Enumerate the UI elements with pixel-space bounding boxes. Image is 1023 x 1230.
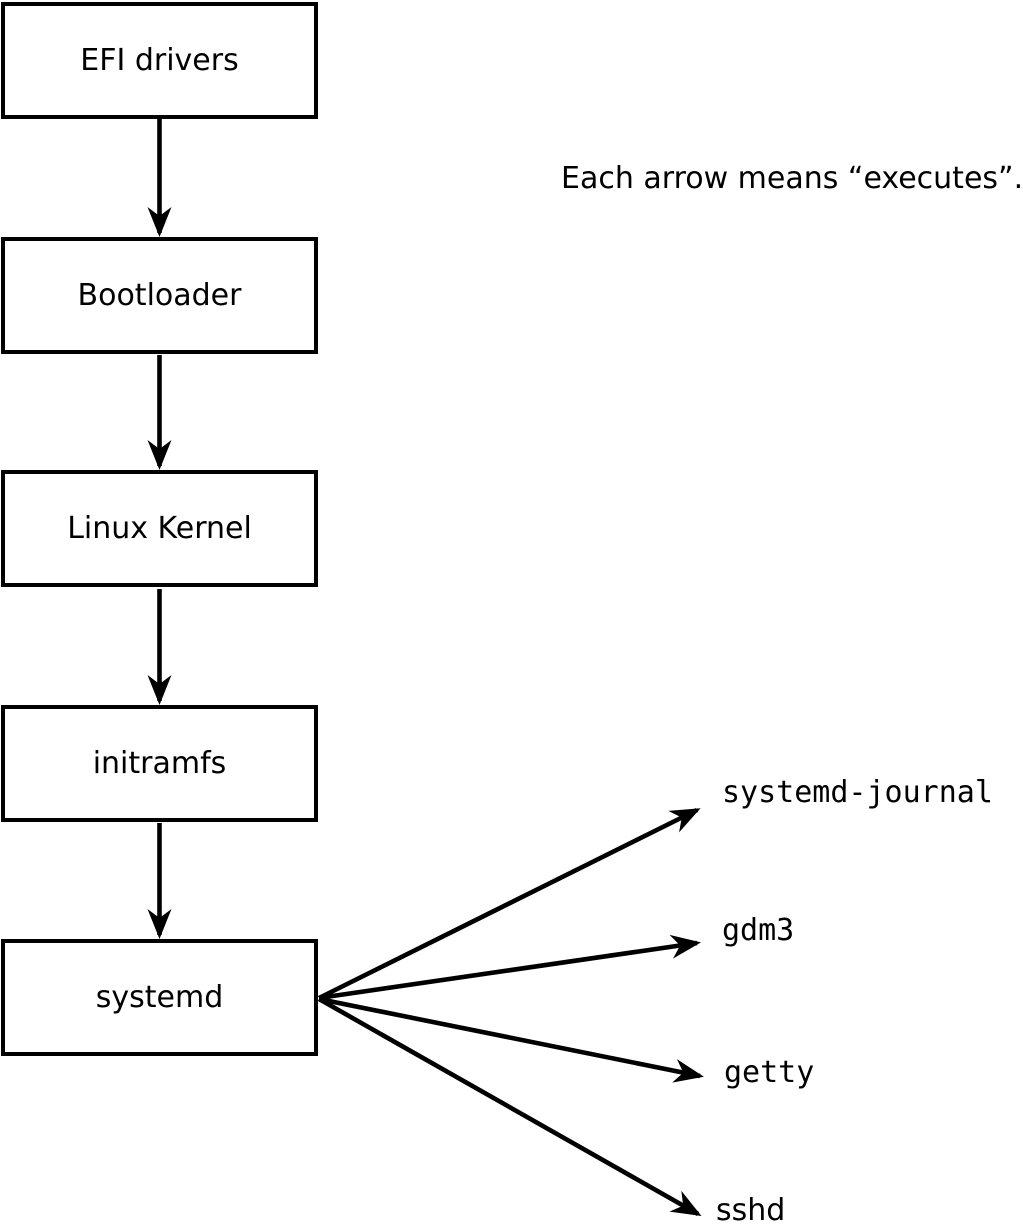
target-sshd-label: sshd <box>716 1193 786 1228</box>
node-linux-kernel-label: Linux Kernel <box>67 510 252 546</box>
target-getty-label: getty <box>724 1055 815 1090</box>
node-efi-drivers-label: EFI drivers <box>80 42 239 78</box>
arrow-systemd-to-getty-icon <box>318 996 704 1083</box>
arrow-systemd-to-sshd-icon <box>317 996 702 1217</box>
arrow-systemd-to-gdm3-icon <box>318 934 701 1001</box>
node-systemd-label: systemd <box>95 979 224 1015</box>
arrow-systemd-to-journal-icon <box>317 807 701 1001</box>
arrow-meaning-annotation: Each arrow means “executes”. <box>561 161 1023 196</box>
node-systemd: systemd <box>1 939 318 1056</box>
node-efi-drivers: EFI drivers <box>1 2 318 119</box>
target-systemd-journal-label: systemd-journal <box>722 775 993 810</box>
node-bootloader-label: Bootloader <box>77 277 242 313</box>
node-initramfs: initramfs <box>1 705 318 822</box>
target-gdm3-label: gdm3 <box>722 913 795 948</box>
node-bootloader: Bootloader <box>1 237 318 354</box>
node-linux-kernel: Linux Kernel <box>1 470 318 587</box>
node-initramfs-label: initramfs <box>92 745 227 781</box>
